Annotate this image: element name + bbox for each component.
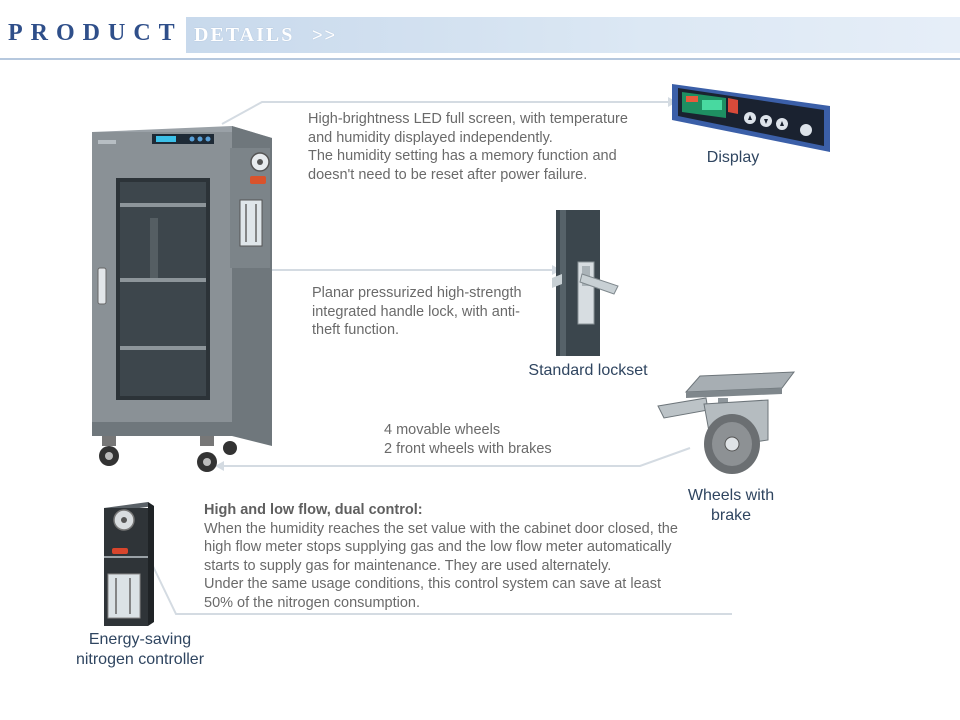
lockset-desc-line: integrated handle lock, with anti- <box>312 303 520 320</box>
dry-cabinet-image <box>92 126 272 472</box>
wheels-desc-line: 2 front wheels with brakes <box>384 440 552 457</box>
nitrogen-caption-line-2: nitrogen controller <box>75 651 205 668</box>
wheels-description: 4 movable wheels 2 front wheels with bra… <box>384 421 552 458</box>
wheels-caption-line-1: Wheels with <box>687 487 775 504</box>
product-heading: PRODUCT <box>8 20 183 46</box>
details-heading: DETAILS <box>194 24 295 46</box>
lockset-image <box>552 210 619 356</box>
nitrogen-controller-image <box>104 502 154 626</box>
nitrogen-desc-line: Under the same usage conditions, this co… <box>204 576 661 592</box>
wheels-leader <box>224 447 691 467</box>
display-panel-image <box>672 84 830 152</box>
nitrogen-desc-line: starts to supply gas for maintenance. Th… <box>204 557 612 574</box>
details-banner: DETAILS >> <box>186 17 960 53</box>
nitrogen-desc-line: When the humidity reaches the set value … <box>204 520 678 537</box>
wheels-caption-line-2: brake <box>710 507 752 524</box>
lockset-desc-line: Planar pressurized high-strength <box>312 285 522 301</box>
wheels-desc-line: 4 movable wheels <box>384 422 501 438</box>
display-desc-line: doesn't need to be reset after power fai… <box>308 166 588 183</box>
display-caption: Display <box>706 149 760 166</box>
nitrogen-caption: Energy-saving nitrogen controller <box>64 630 216 670</box>
display-desc-line: and humidity displayed independently. <box>308 129 553 146</box>
nitrogen-leader <box>149 559 732 615</box>
nitrogen-desc-line: high flow meter stops supplying gas and … <box>204 539 672 555</box>
nitrogen-desc-line: 50% of the nitrogen consumption. <box>204 594 421 611</box>
nitrogen-description: High and low flow, dual control: When th… <box>204 501 678 612</box>
lockset-description: Planar pressurized high-strength integra… <box>312 284 522 340</box>
wheels-caption: Wheels with brake <box>676 486 786 526</box>
display-desc-line: The humidity setting has a memory functi… <box>308 148 617 164</box>
lockset-caption: Standard lockset <box>528 362 648 379</box>
display-leader <box>221 101 668 125</box>
caster-wheel-image <box>657 371 796 474</box>
display-desc-line: High-brightness LED full screen, with te… <box>308 111 628 127</box>
header-divider <box>0 58 960 60</box>
page-header: PRODUCT DETAILS >> <box>0 0 960 62</box>
nitrogen-heading: High and low flow, dual control: <box>204 502 423 518</box>
nitrogen-caption-line-1: Energy-saving <box>88 631 192 648</box>
display-description: High-brightness LED full screen, with te… <box>308 110 628 184</box>
lockset-desc-line: theft function. <box>312 322 400 338</box>
details-arrows: >> <box>312 25 338 45</box>
